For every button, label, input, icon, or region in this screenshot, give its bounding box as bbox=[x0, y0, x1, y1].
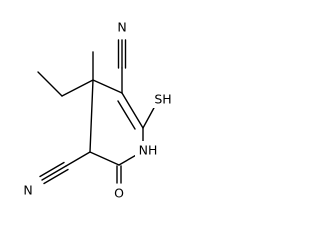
atom-o: O bbox=[114, 186, 124, 201]
bond-c6-sh bbox=[142, 105, 156, 129]
molecule-structure: N SH NH N O bbox=[23, 19, 172, 201]
bond-c3-c4 bbox=[89, 79, 94, 153]
triple-bond-bottom-2 bbox=[39, 161, 65, 178]
triple-bond-bottom-3 bbox=[43, 168, 69, 185]
bond-ch2-ch3 bbox=[37, 71, 63, 97]
bond-c4-ch2 bbox=[61, 79, 94, 97]
atom-n-top: N bbox=[117, 20, 126, 35]
bond-c4-c5 bbox=[92, 79, 123, 94]
atom-n-bottom: N bbox=[23, 183, 32, 198]
atom-nh: NH bbox=[139, 143, 158, 158]
bond-c3-cn-bottom bbox=[65, 151, 91, 167]
bond-c5-c6 bbox=[121, 92, 144, 129]
atom-sh: SH bbox=[154, 92, 171, 107]
bond-c2-c3 bbox=[89, 151, 120, 166]
triple-bond-bottom-1 bbox=[41, 165, 67, 181]
bond-n1-c2 bbox=[118, 153, 139, 166]
bond-c5-c6-inner bbox=[117, 100, 136, 130]
